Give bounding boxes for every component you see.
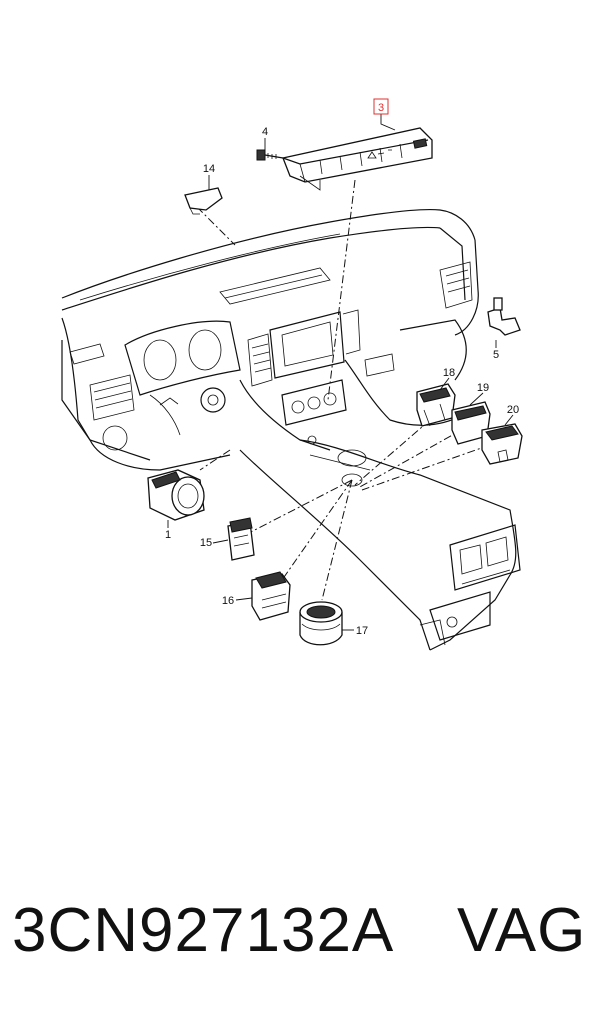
part-16-switch-module [251,571,291,621]
part-4-screw [256,149,284,161]
position-leaders [196,179,491,601]
part-19-switch [451,401,491,445]
callout-15: 15 [200,537,212,549]
callout-1: 1 [165,529,171,541]
callout-17: 17 [356,625,368,637]
part-18-switch [416,383,456,427]
part-3-switch-panel [282,127,433,191]
part-1-light-switch [147,469,205,521]
part-5-switch-bracket [487,297,521,336]
callout-leaders [167,114,514,631]
callout-20: 20 [507,404,519,416]
part-15-switch [227,517,255,561]
callout-labels: 3 4 14 5 18 19 20 1 15 16 17 [165,98,519,637]
brand-label: VAG [457,896,587,965]
part-14-clip [184,187,223,215]
callout-3: 3 [378,102,384,114]
callout-19: 19 [477,382,489,394]
part-17-rotary-knob [299,601,343,646]
caption: 3CN927132A VAG [0,895,600,975]
callout-16: 16 [222,595,234,607]
callout-18: 18 [443,367,455,379]
callout-3-highlight-box [373,98,389,115]
part-number: 3CN927132A [12,896,395,965]
callout-4: 4 [262,126,268,138]
callout-5: 5 [493,349,499,361]
part-20-socket [481,423,523,465]
dashboard-outline [61,208,521,651]
callout-14: 14 [203,163,215,175]
dashboard-parts-diagram: 3 4 14 5 18 19 20 1 15 16 17 [61,98,523,651]
